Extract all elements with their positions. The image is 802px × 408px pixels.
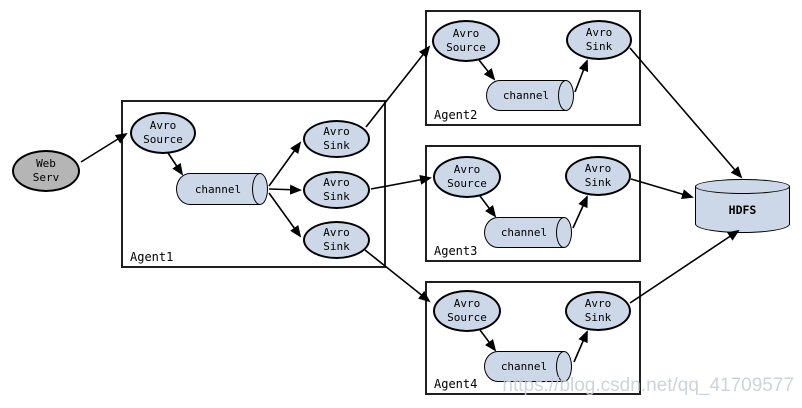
agent4-avro-sink-ellipse: Avro Sink bbox=[565, 291, 631, 331]
watermark: https://blog.csdn.net/qq_41709577 bbox=[502, 375, 794, 396]
cylinder-cap bbox=[556, 351, 572, 382]
agent4-channel-label: channel bbox=[500, 360, 548, 373]
agent4-channel-cylinder: channel bbox=[484, 351, 572, 382]
agent2-avro-sink-ellipse: Avro Sink bbox=[566, 20, 632, 60]
cylinder-body bbox=[176, 173, 260, 205]
agent3-channel-cylinder: channel bbox=[484, 217, 572, 248]
agent1-avro-sink1-ellipse: Avro Sink bbox=[303, 120, 370, 158]
agent2-avro-source-ellipse: Avro Source bbox=[432, 20, 500, 62]
cylinder-cap bbox=[556, 217, 572, 248]
cylinder-cap bbox=[558, 80, 574, 111]
cylinder-body bbox=[484, 351, 564, 382]
web-server-ellipse: Web Serv bbox=[12, 150, 80, 192]
cylinder-body bbox=[484, 217, 564, 248]
arrow-agent4-sink-to-hdfs bbox=[629, 229, 740, 304]
arrow-web-server-to-agent1-source bbox=[80, 132, 128, 163]
agent1-avro-sink2-ellipse: Avro Sink bbox=[303, 171, 370, 209]
agent1-avro-sink3-ellipse: Avro Sink bbox=[303, 221, 370, 259]
agent2-label: Agent2 bbox=[434, 108, 478, 122]
hdfs-cylinder: HDFS bbox=[695, 179, 790, 233]
agent1-avro-source-ellipse: Avro Source bbox=[130, 112, 196, 154]
agent1-channel-cylinder: channel bbox=[176, 173, 268, 205]
agent3-box: Agent3 bbox=[425, 145, 641, 262]
agent3-label: Agent3 bbox=[434, 244, 478, 258]
agent1-channel-label: channel bbox=[194, 182, 242, 196]
agent2-channel-cylinder: channel bbox=[486, 80, 574, 111]
agent3-avro-source-ellipse: Avro Source bbox=[433, 156, 501, 198]
arrow-agent2-sink-to-hdfs bbox=[629, 47, 743, 179]
agent4-label: Agent4 bbox=[434, 377, 478, 391]
cylinder-cap bbox=[695, 179, 790, 194]
agent3-channel-label: channel bbox=[500, 226, 548, 239]
agent3-avro-sink-ellipse: Avro Sink bbox=[565, 156, 631, 196]
cylinder-body bbox=[486, 80, 566, 111]
cylinder-cap bbox=[252, 173, 268, 205]
agent4-box: Agent4 bbox=[425, 281, 641, 395]
hdfs-label: HDFS bbox=[728, 203, 757, 217]
agent1-label: Agent1 bbox=[130, 250, 174, 264]
agent4-avro-source-ellipse: Avro Source bbox=[433, 290, 501, 332]
agent2-channel-label: channel bbox=[502, 89, 550, 102]
